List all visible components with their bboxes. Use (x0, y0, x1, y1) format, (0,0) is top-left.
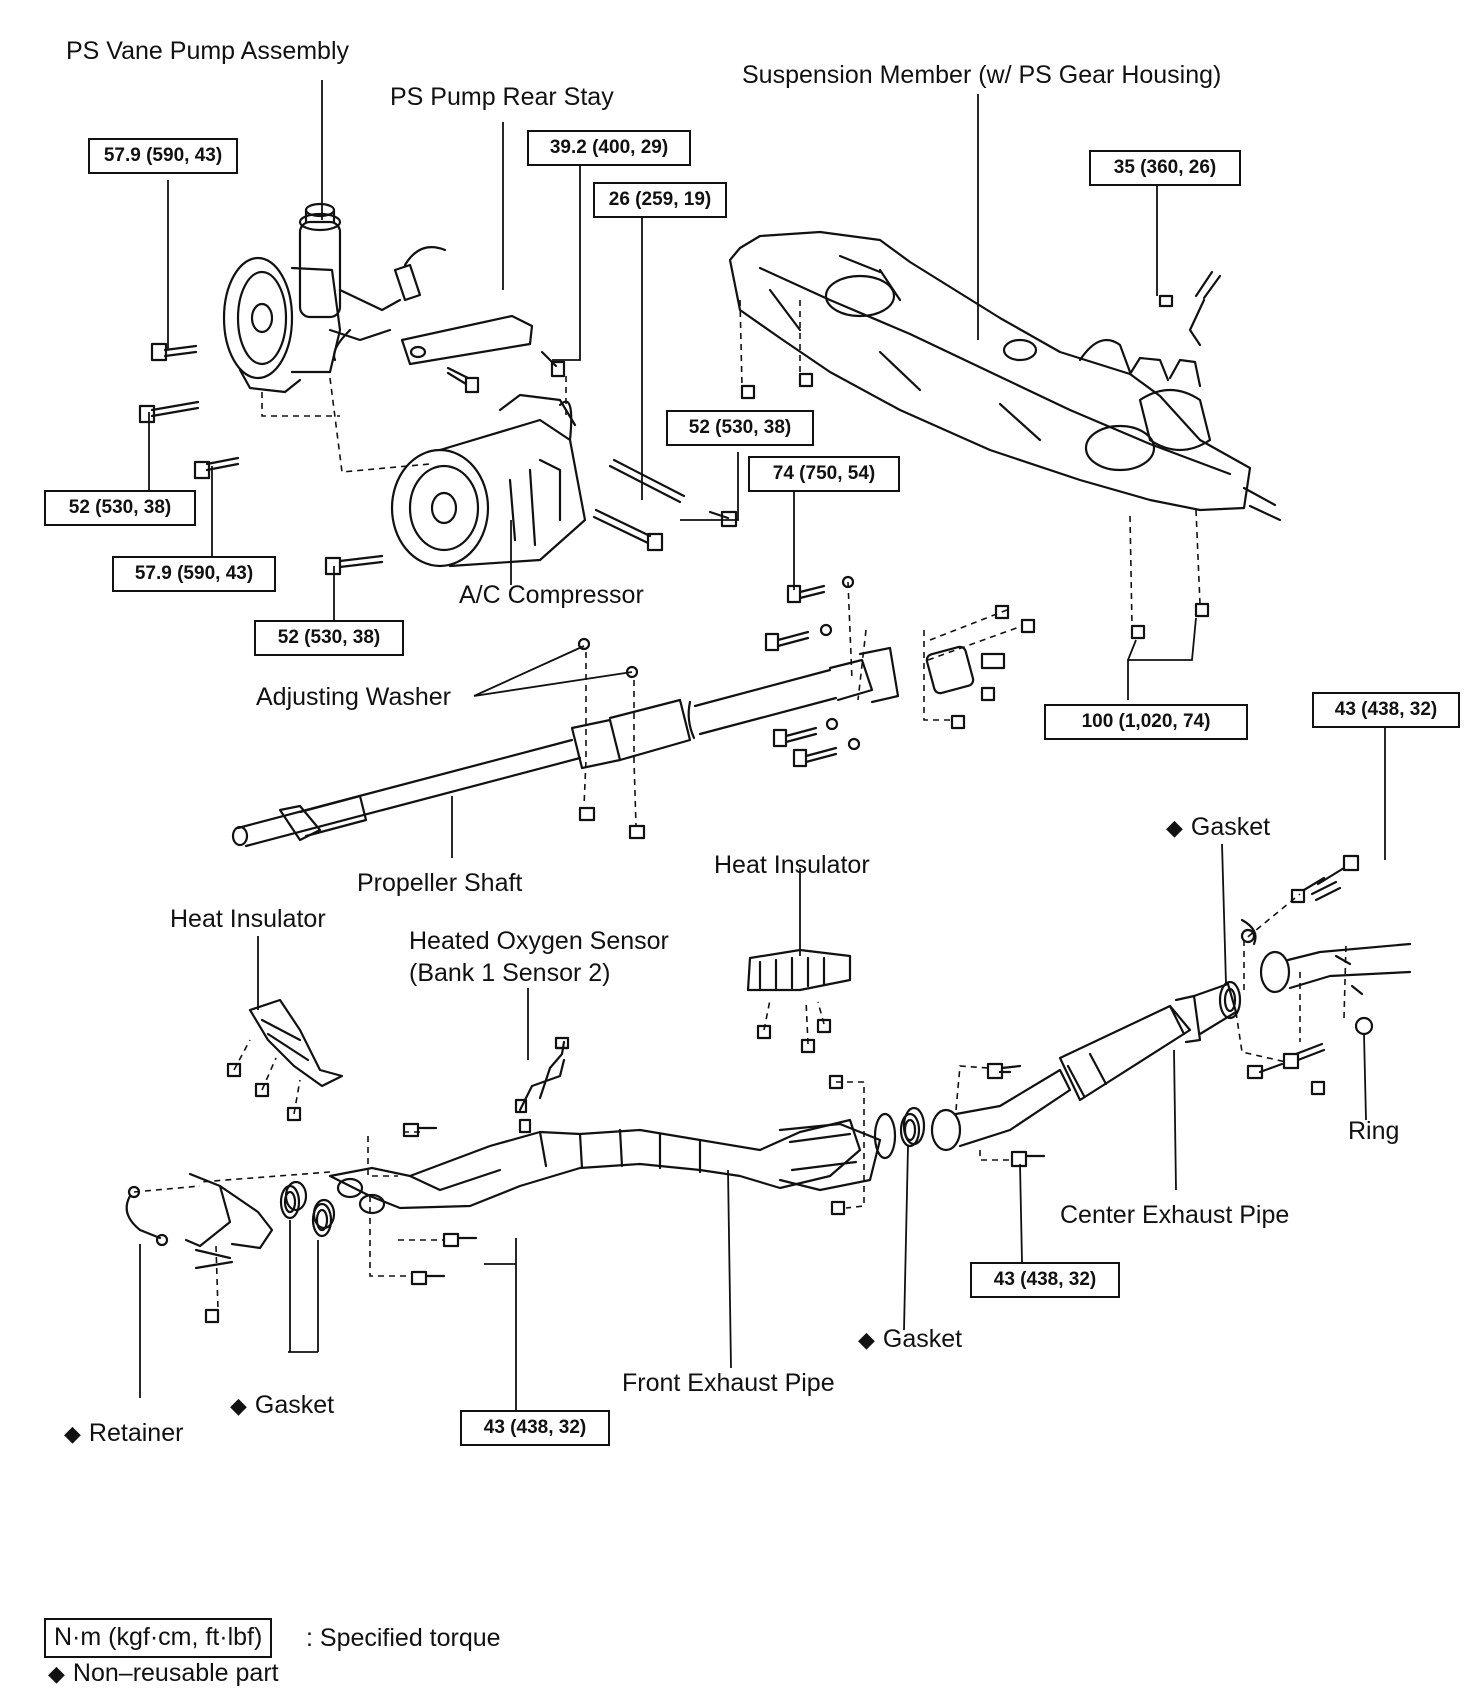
ac-compressor-drawing (390, 393, 587, 568)
label-oxygen-sensor-line2: (Bank 1 Sensor 2) (409, 959, 611, 987)
ps-vane-pump-drawing (222, 202, 447, 394)
suspension-member-drawing (728, 230, 1282, 522)
label-ps-pump-rear-stay: PS Pump Rear Stay (390, 83, 614, 111)
heat-insulator-right-drawing (746, 948, 852, 1054)
torque-box-center-flange: 43 (438, 32) (970, 1262, 1120, 1298)
torque-box-tail-flange: 43 (438, 32) (1312, 692, 1460, 728)
legend-torque-description: : Specified torque (306, 1624, 501, 1652)
dashed-alignment-lines (133, 299, 1347, 1311)
label-gasket-lower-left: ◆ Gasket (230, 1390, 334, 1421)
legend-non-reusable-text: Non–reusable part (72, 1659, 279, 1687)
torque-box-front-flange: 43 (438, 32) (460, 1410, 610, 1446)
torque-box-pump-upper-bolt: 57.9 (590, 43) (88, 138, 238, 174)
label-oxygen-sensor-line1: Heated Oxygen Sensor (409, 927, 669, 955)
torque-box-steering-joint: 35 (360, 26) (1089, 150, 1241, 186)
torque-box-pump-lower-bolt: 52 (530, 38) (44, 490, 196, 526)
front-exhaust-pipe-drawing (284, 1036, 926, 1230)
center-exhaust-pipe-drawing (930, 918, 1412, 1152)
label-gasket-middle-text: Gasket (882, 1325, 963, 1353)
ps-pump-rear-stay-drawing (400, 314, 566, 394)
front-pipe-fasteners (204, 1074, 846, 1324)
label-ps-vane-pump-assembly: PS Vane Pump Assembly (66, 37, 350, 65)
propeller-shaft-drawing (231, 645, 1006, 848)
label-gasket-middle: ◆ Gasket (858, 1324, 962, 1355)
label-heat-insulator-right: Heat Insulator (714, 851, 870, 879)
heat-insulator-left-drawing (226, 998, 344, 1122)
label-gasket-lower-left-text: Gasket (254, 1391, 335, 1419)
legend-torque-unit-box: N·m (kgf·cm, ft·lbf) (44, 1618, 273, 1658)
non-reusable-mark: ◆ (1166, 815, 1183, 840)
legend-non-reusable: ◆ Non–reusable part (48, 1658, 279, 1689)
propeller-fasteners (577, 575, 1036, 840)
compressor-bolts (592, 458, 738, 552)
label-retainer-text: Retainer (88, 1419, 184, 1447)
torque-box-suspension-nut: 100 (1,020, 74) (1044, 704, 1248, 740)
label-propeller-shaft: Propeller Shaft (357, 869, 523, 897)
non-reusable-mark: ◆ (64, 1421, 81, 1446)
label-ac-compressor: A/C Compressor (459, 581, 644, 609)
label-center-exhaust-pipe: Center Exhaust Pipe (1060, 1201, 1290, 1229)
torque-box-compressor-bolt: 52 (530, 38) (254, 620, 404, 656)
torque-box-compressor-nut: 52 (530, 38) (666, 410, 814, 446)
label-adjusting-washer: Adjusting Washer (256, 683, 451, 711)
torque-box-pump-bracket-bolt: 57.9 (590, 43) (112, 556, 276, 592)
label-retainer: ◆ Retainer (64, 1418, 183, 1449)
leader-lines (139, 80, 1386, 1410)
label-front-exhaust-pipe: Front Exhaust Pipe (622, 1369, 835, 1397)
label-gasket-upper-right-text: Gasket (1190, 813, 1271, 841)
torque-box-propeller-flange: 74 (750, 54) (748, 456, 900, 492)
label-heat-insulator-left: Heat Insulator (170, 905, 326, 933)
oxygen-sensor-drawing (514, 1046, 570, 1114)
label-suspension-member: Suspension Member (w/ PS Gear Housing) (742, 61, 1222, 89)
retainer-drawing (125, 1172, 274, 1270)
label-ring: Ring (1348, 1117, 1400, 1145)
center-pipe-fasteners (986, 854, 1360, 1168)
torque-box-compressor-stud: 26 (259, 19) (593, 182, 727, 218)
suspension-nuts (740, 294, 1210, 640)
label-gasket-upper-right: ◆ Gasket (1166, 812, 1270, 843)
gasket-shapes (279, 980, 1242, 1238)
non-reusable-mark: ◆ (858, 1327, 875, 1352)
non-reusable-mark: ◆ (48, 1661, 65, 1686)
pump-bolts (138, 342, 384, 576)
torque-box-rear-stay-bolt: 39.2 (400, 29) (527, 130, 691, 166)
non-reusable-mark: ◆ (230, 1393, 247, 1418)
